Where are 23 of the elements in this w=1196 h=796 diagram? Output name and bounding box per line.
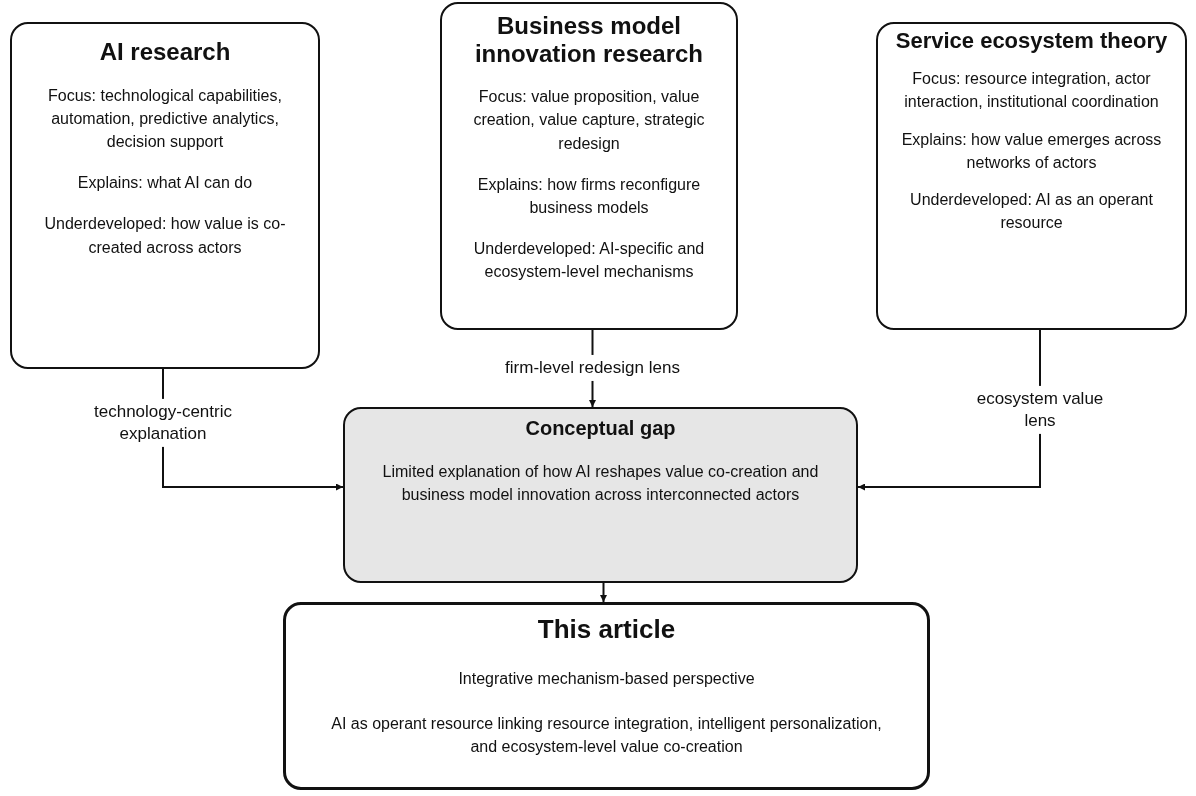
box-text: Focus: resource integration, actor interaction, institutional coordination [903, 69, 1160, 113]
box-text: Underdeveloped: how value is co-created across actors [43, 214, 287, 258]
box-text: Explains: what AI can do [77, 173, 253, 194]
box-heading: AI research [99, 38, 231, 66]
process-box [440, 2, 738, 330]
box-heading: Service ecosystem theory [895, 28, 1168, 54]
process-box [10, 22, 320, 369]
gap-box [343, 407, 858, 583]
box-text: Underdeveloped: AI as an operant resource [909, 190, 1154, 234]
box-heading: Conceptual gap [525, 417, 676, 440]
box-heading: Business model innovation research [473, 12, 705, 68]
box-text: Explains: how value emerges across networks of actors [900, 129, 1163, 173]
box-text: AI as operant resource linking resource integration, intelligent personalization, and ecosystem-level value co-creation [330, 714, 883, 758]
box-text: Focus: technological capabilities, automation, predictive analytics, decision support [47, 85, 283, 152]
arrow [600, 582, 607, 603]
process-box [876, 22, 1187, 330]
box-text: Underdeveloped: AI-specific and ecosystem-level mechanisms [472, 239, 706, 283]
box-text: Limited explanation of how AI reshapes value co-creation and business model innovation across interconnected actors [381, 462, 820, 506]
box-heading: This article [537, 615, 676, 645]
box-text: Integrative mechanism-based perspective [458, 668, 755, 689]
box-text: Explains: how firms reconfigure business models [476, 174, 702, 218]
process-box [283, 602, 930, 790]
box-text: Focus: value proposition, value creation, value capture, strategic redesign [472, 87, 706, 154]
